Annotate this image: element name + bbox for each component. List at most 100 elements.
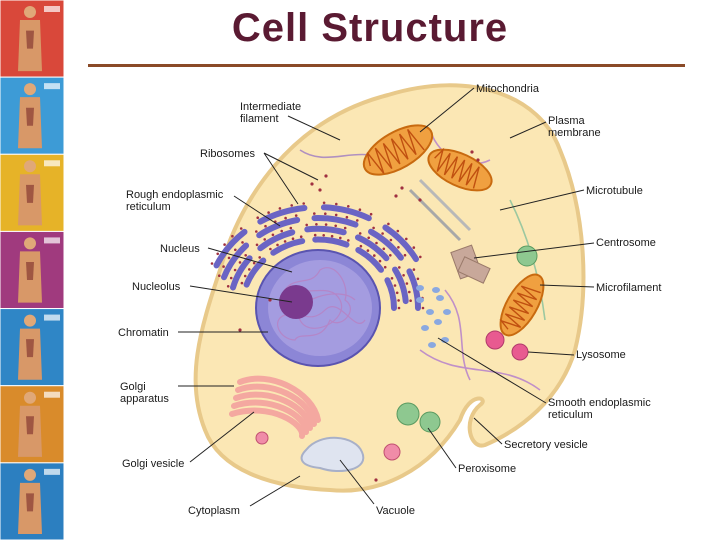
golgi-cisterna — [235, 383, 317, 427]
cytoplasm-label: Cytoplasm — [188, 505, 240, 517]
plasma-membrane-label-line: membrane — [548, 127, 601, 139]
peroxisome-label: Peroxisome — [458, 463, 516, 475]
secretory-vesicle-leader — [473, 417, 503, 445]
ribosome — [268, 298, 272, 302]
vacuole-label-line: Vacuole — [376, 505, 415, 517]
mitochondrion — [499, 273, 545, 337]
secretory-vesicle-label-line: Secretory vesicle — [504, 439, 588, 451]
smooth-er-tubule — [434, 319, 442, 325]
golgi-vesicle-label: Golgi vesicle — [122, 458, 184, 470]
nucleolus-leader — [189, 285, 293, 303]
smooth-er-leader — [437, 337, 547, 404]
intermediate-filament-label-line: filament — [240, 113, 279, 125]
smooth-er-label-line: reticulum — [548, 409, 593, 421]
rough-er-cisterna — [304, 225, 347, 236]
centrosome-label: Centrosome — [596, 237, 656, 249]
strip-panel-endocrine-system — [0, 462, 64, 540]
smooth-er-tubule — [416, 285, 424, 291]
plasma-membrane-leader — [509, 121, 547, 139]
golgi-apparatus-label-line: Golgi — [120, 381, 146, 393]
centrosome-leader — [473, 242, 595, 259]
nucleolus — [279, 285, 313, 319]
golgi-vesicle — [383, 443, 401, 461]
lysosome — [485, 330, 505, 350]
lysosome-label: Lysosome — [576, 349, 626, 361]
ribosome — [400, 186, 404, 190]
microtubule — [408, 188, 462, 242]
rough-er-cisterna — [243, 257, 267, 288]
smooth-er-tubule — [436, 295, 444, 301]
smooth-er-tubule — [432, 287, 440, 293]
chromatin-label-line: Chromatin — [118, 327, 169, 339]
rough-er-label-line: Rough endoplasmic — [126, 189, 224, 201]
title-underline — [88, 64, 685, 67]
chromatin-label: Chromatin — [118, 327, 169, 339]
mitochondrion — [427, 147, 493, 192]
strip-panel-respiratory-system — [0, 76, 64, 155]
rough-er-cisterna — [392, 266, 409, 305]
golgi-cisterna — [237, 375, 321, 423]
peroxisome — [396, 402, 420, 426]
smooth-er-tubule — [428, 342, 436, 348]
microtubule-label-line: Microtubule — [586, 185, 643, 197]
ribosome — [318, 188, 322, 192]
centriole — [457, 256, 491, 284]
golgi-vesicle-label-line: Golgi vesicle — [122, 458, 184, 470]
golgi-vesicle-leader — [189, 411, 255, 463]
golgi-cisterna — [231, 399, 309, 435]
mitochondria-group — [362, 124, 545, 337]
microtubule-label: Microtubule — [586, 185, 643, 197]
microfilament-label-line: Microfilament — [596, 282, 661, 294]
vacuole-leader — [339, 459, 375, 505]
mitochondria-label: Mitochondria — [476, 83, 540, 95]
intermediate-filament-label-line: Intermediate — [240, 101, 301, 113]
golgi-apparatus-label-line: apparatus — [120, 393, 169, 405]
microtubule — [418, 178, 472, 232]
lysosome-label-line: Lysosome — [576, 349, 626, 361]
strip-panel-circulatory-system — [0, 153, 64, 232]
ribosome — [374, 478, 378, 482]
page-title: Cell Structure — [231, 6, 509, 50]
rough-er-cisterna — [213, 228, 248, 269]
microfilament-leader — [539, 284, 595, 288]
ribosome — [476, 158, 480, 162]
golgi-cisterna — [233, 391, 313, 431]
ribosome — [238, 328, 242, 332]
ribosomes — [238, 150, 480, 482]
nucleolus-label: Nucleolus — [132, 281, 181, 293]
ribosome — [470, 150, 474, 154]
rough-er-cisterna — [406, 268, 422, 311]
nucleus-leader — [207, 247, 293, 273]
ribosome — [418, 198, 422, 202]
ribosome — [324, 174, 328, 178]
secretory-vesicle-label: Secretory vesicle — [504, 439, 588, 451]
nucleus-label: Nucleus — [160, 243, 200, 255]
smooth-er-tubule — [443, 309, 451, 315]
rough-er-cisterna — [221, 242, 250, 281]
ribosome — [394, 194, 398, 198]
lysosome-leader — [527, 351, 575, 356]
rough-er-cisterna — [230, 255, 253, 291]
nucleus — [255, 249, 381, 367]
rough-er-cisterna — [382, 224, 419, 263]
rough-er-cisterna — [311, 215, 359, 228]
chromatin — [289, 284, 356, 329]
nucleus-label-line: Nucleus — [160, 243, 200, 255]
golgi-apparatus — [229, 375, 321, 439]
smooth-er-tubule — [416, 297, 424, 303]
smooth-er-label-line: Smooth endoplasmic — [548, 397, 651, 409]
rough-er-cisterna — [312, 236, 350, 248]
rough-er — [210, 201, 425, 311]
peroxisome-leader — [427, 427, 457, 469]
rough-er-cisterna — [270, 238, 306, 256]
cytoplasm-leader — [249, 475, 301, 507]
centrosome — [450, 244, 491, 284]
rough-er-cisterna — [256, 217, 301, 239]
plasma-membrane-label-line: Plasma — [548, 115, 586, 127]
smooth-er-tubule — [421, 325, 429, 331]
microfilament — [419, 349, 541, 391]
